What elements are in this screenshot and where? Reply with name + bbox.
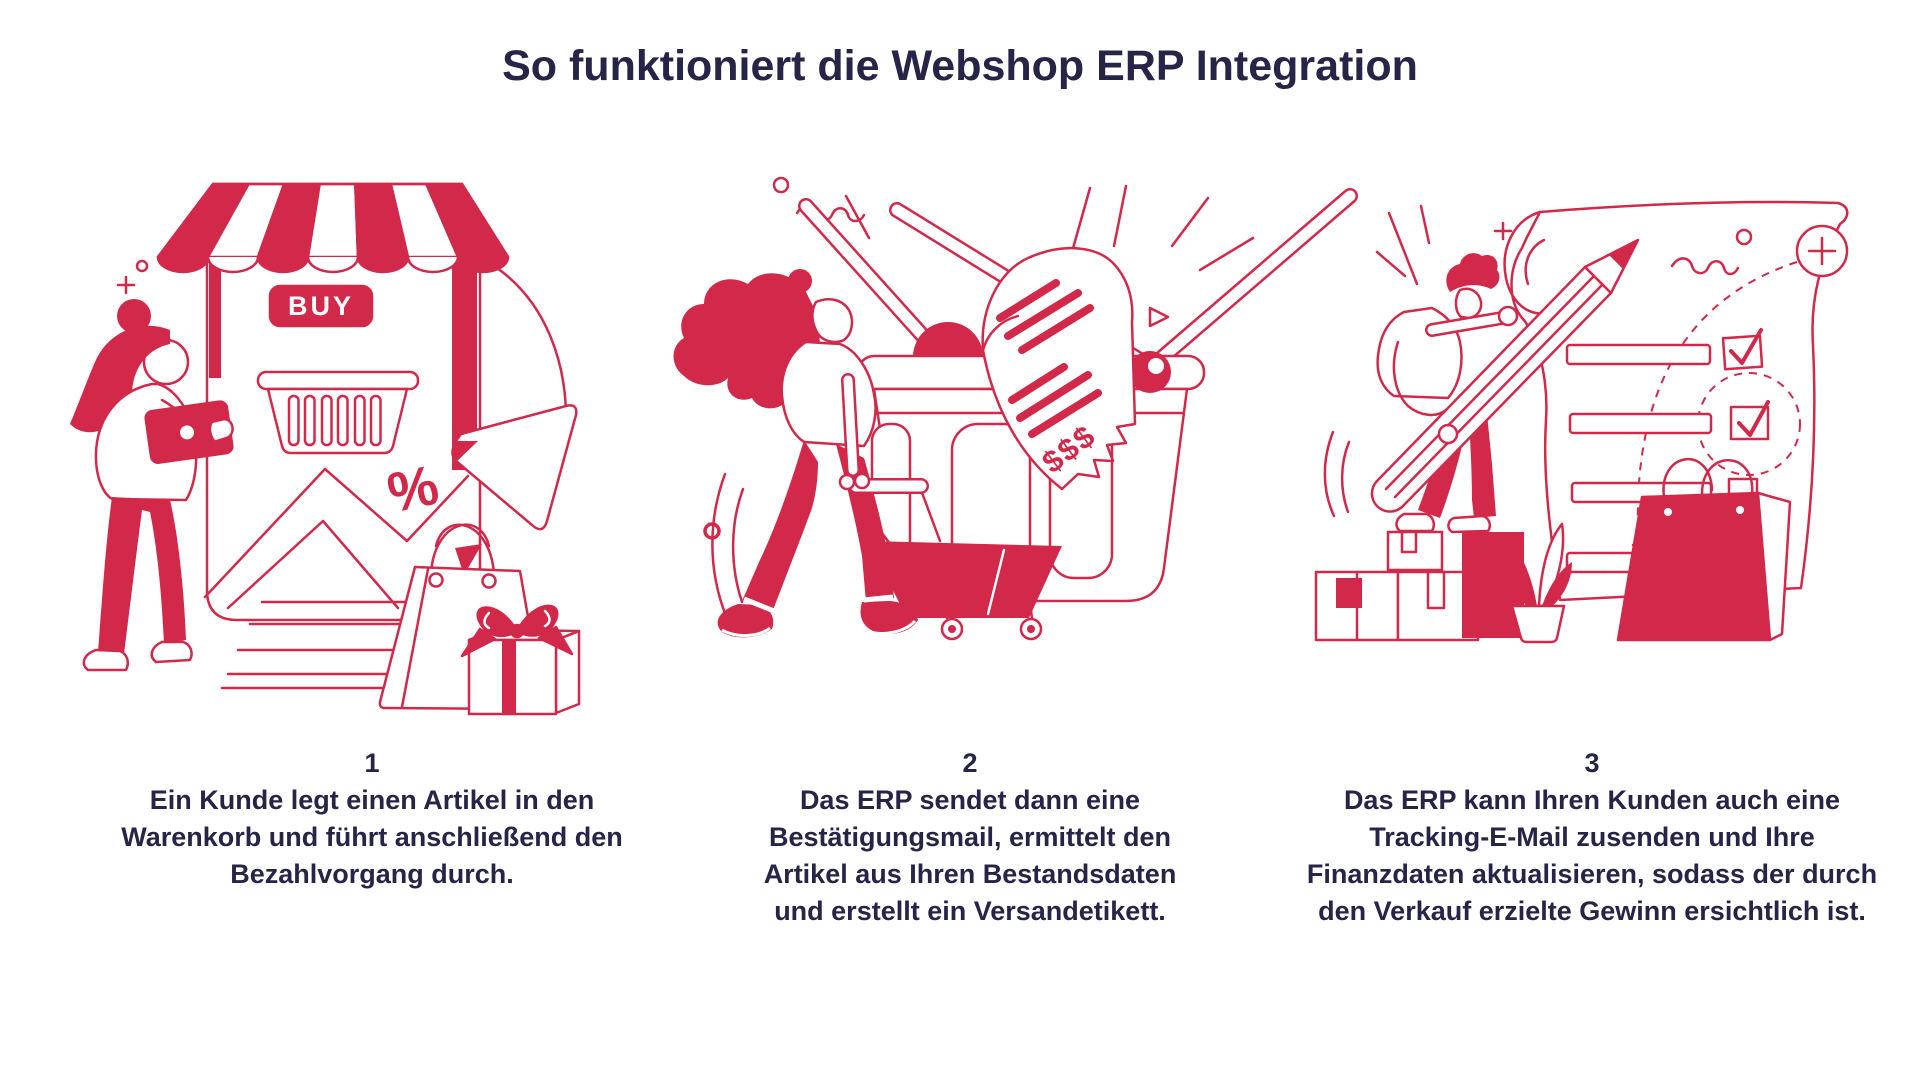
sneaker-icon bbox=[150, 640, 193, 664]
list-row bbox=[1565, 343, 1712, 366]
checkbox-checked-icon bbox=[1729, 400, 1770, 441]
boxes-icon bbox=[1314, 530, 1524, 642]
step-1-illustration: BUY % bbox=[70, 182, 581, 716]
growth-arrow-icon bbox=[203, 404, 578, 690]
step-3-illustration bbox=[1314, 200, 1849, 644]
basket-icon bbox=[256, 370, 420, 455]
woman-with-tablet bbox=[70, 299, 234, 672]
burst-lines-icon bbox=[1070, 184, 1255, 328]
man-with-pencil bbox=[1370, 238, 1640, 534]
sparkle-icon bbox=[1323, 204, 1513, 518]
step-1-caption-block: 1 Ein Kunde legt einen Artikel in den Wa… bbox=[42, 744, 702, 893]
swoosh-arc bbox=[495, 266, 568, 430]
list-row bbox=[1568, 412, 1713, 435]
step-number: 2 bbox=[962, 748, 978, 778]
step-number: 3 bbox=[1584, 748, 1600, 778]
sneaker-icon bbox=[1447, 514, 1492, 534]
buy-button: BUY bbox=[268, 284, 374, 328]
step-3-caption-block: 3 Das ERP kann Ihren Kunden auch eine Tr… bbox=[1262, 744, 1920, 930]
page-title: So funktioniert die Webshop ERP Integrat… bbox=[502, 42, 1418, 90]
step-caption: Das ERP kann Ihren Kunden auch eine Trac… bbox=[1306, 785, 1878, 926]
woman-pushing-cart bbox=[673, 269, 929, 638]
shopping-cart-icon bbox=[856, 488, 1062, 641]
step-2-caption-block: 2 Das ERP sendet dann eine Bestätigungsm… bbox=[640, 744, 1300, 930]
receipt-icon: $$$ bbox=[981, 246, 1137, 491]
checkbox-checked-icon bbox=[1721, 328, 1764, 371]
step-number: 1 bbox=[364, 748, 380, 778]
sneaker-icon bbox=[82, 648, 129, 672]
sneaker-icon bbox=[1395, 512, 1436, 533]
pencil-icon bbox=[1370, 238, 1640, 513]
buy-button-label: BUY bbox=[288, 291, 354, 321]
plant-icon bbox=[1503, 522, 1572, 644]
step-caption: Das ERP sendet dann eine Bestätigungsmai… bbox=[763, 785, 1177, 926]
gift-box-icon bbox=[460, 604, 581, 716]
tablet-icon bbox=[144, 400, 234, 464]
sneaker-icon bbox=[860, 601, 918, 635]
shopping-bag-red-icon bbox=[1616, 457, 1792, 642]
step-caption: Ein Kunde legt einen Artikel in den Ware… bbox=[121, 785, 623, 889]
sneaker-icon bbox=[717, 604, 774, 638]
storefront-icon: BUY bbox=[156, 182, 510, 622]
awning-icon bbox=[156, 182, 510, 274]
sparkle-icon bbox=[116, 259, 149, 295]
step-2-illustration: $$$ bbox=[673, 176, 1358, 641]
sparkle-icon bbox=[1631, 536, 1649, 554]
